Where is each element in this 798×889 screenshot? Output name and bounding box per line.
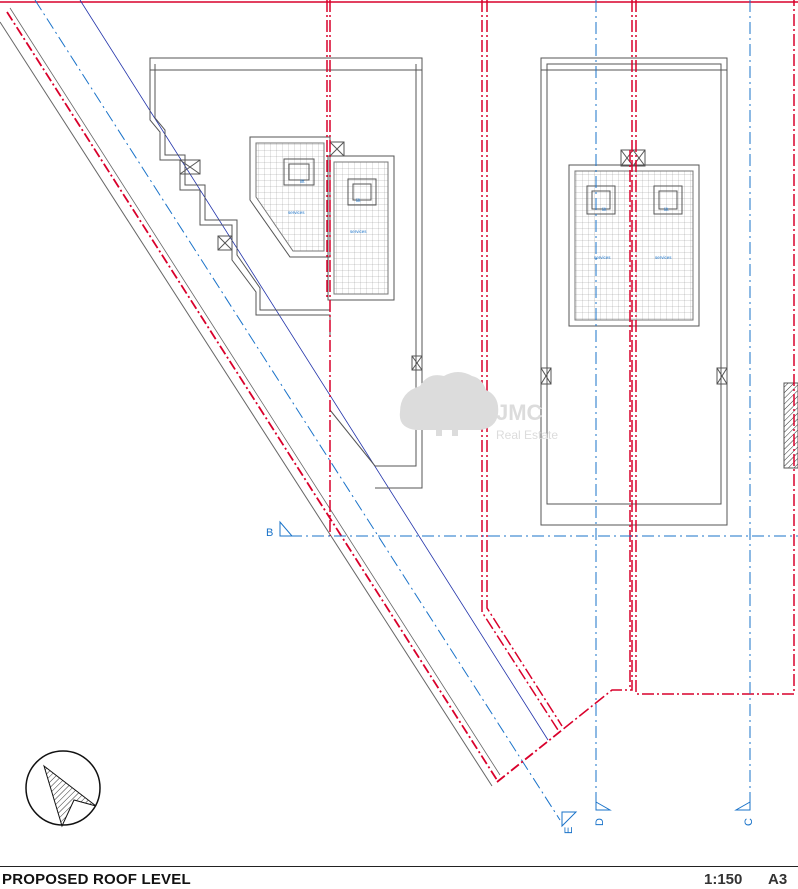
section-b-label: B: [266, 527, 273, 539]
drawing-scale: 1:150: [704, 871, 743, 888]
services-label: services: [594, 255, 611, 260]
grid-marker-c: C: [734, 801, 755, 826]
title-block: PROPOSED ROOF LEVEL 1:150 A3: [0, 866, 798, 889]
grid-e-label: E: [563, 827, 575, 834]
lift-label: lift: [664, 207, 669, 212]
floor-plan-drawing: B E D C services services services servi…: [0, 0, 798, 834]
grid-marker-d: D: [594, 801, 612, 826]
grid-d-label: D: [594, 818, 606, 826]
diagonal-site-boundary: [0, 0, 563, 821]
grid-lines: [290, 0, 798, 810]
left-building: [149, 57, 423, 489]
services-label: services: [350, 229, 367, 234]
grid-marker-e: E: [561, 811, 578, 834]
north-arrow-icon: [25, 750, 101, 828]
sheet-size: A3: [768, 871, 788, 888]
drawing-title: PROPOSED ROOF LEVEL: [2, 871, 191, 888]
right-building: [540, 57, 798, 526]
services-label: services: [655, 255, 672, 260]
lift-label: lift: [356, 198, 361, 203]
grid-c-label: C: [743, 818, 755, 826]
watermark-logo-icon: [399, 372, 499, 436]
plot-boundaries: [326, 0, 795, 731]
watermark-subtitle: Real Estate: [496, 428, 559, 442]
lift-label: lift: [300, 179, 305, 184]
section-marker-b: B: [266, 520, 294, 539]
services-label: services: [288, 210, 305, 215]
watermark-brand: JMC: [496, 400, 543, 425]
lift-label: lift: [602, 207, 607, 212]
